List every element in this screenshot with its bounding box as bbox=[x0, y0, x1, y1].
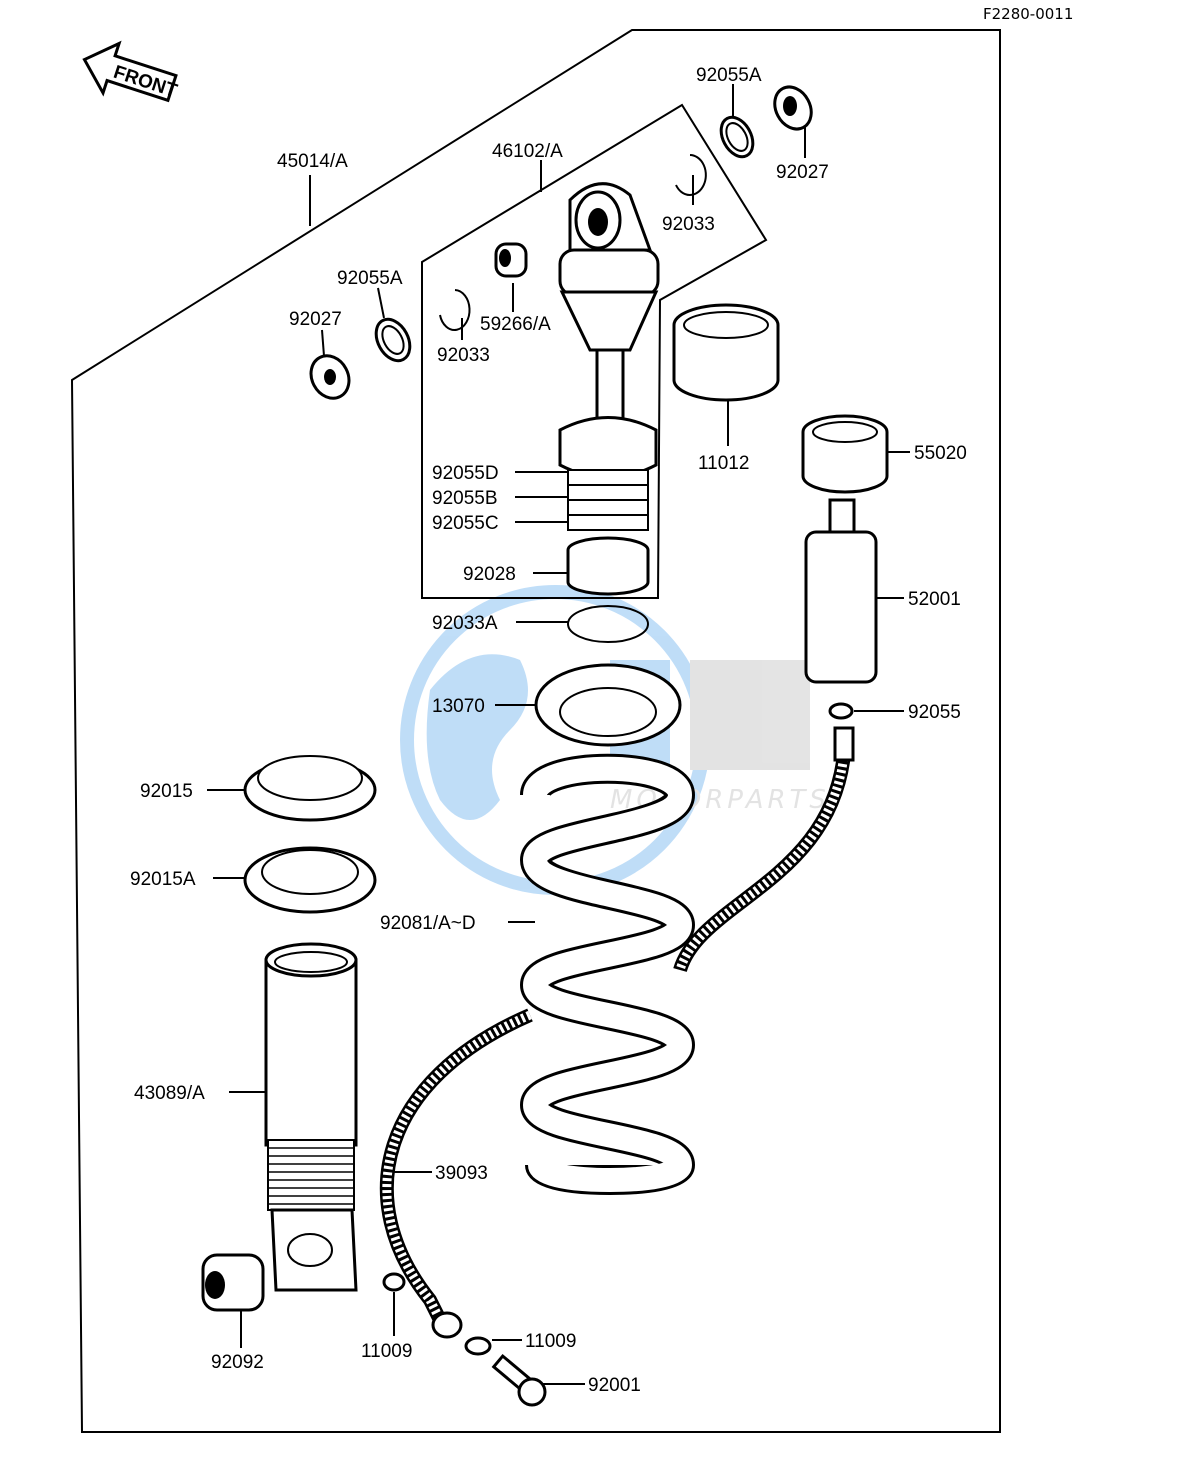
label-46102A: 46102/A bbox=[492, 141, 563, 162]
bushing-92027-left bbox=[309, 354, 351, 400]
assembly-outline-45014A bbox=[70, 29, 1001, 1433]
label-92001: 92001 bbox=[588, 1375, 641, 1396]
label-92027-left: 92027 bbox=[289, 309, 342, 330]
circlip-92033A bbox=[567, 605, 649, 643]
label-92055C: 92055C bbox=[432, 513, 499, 534]
label-92027-top: 92027 bbox=[776, 162, 829, 183]
part-labels: 45014/A 46102/A 92055A 92027 92033 92055… bbox=[130, 65, 967, 1396]
locknut-92015 bbox=[243, 755, 377, 822]
locknut-92015A bbox=[243, 846, 377, 914]
damper-unit bbox=[558, 182, 660, 531]
label-92055D: 92055D bbox=[432, 463, 499, 484]
label-11009-right: 11009 bbox=[525, 1331, 576, 1352]
bushing-92027-top bbox=[773, 85, 813, 131]
label-92033-top: 92033 bbox=[662, 214, 715, 235]
leader-lines bbox=[207, 84, 910, 1385]
circlip-92033-top bbox=[675, 154, 707, 196]
seal-92055A-left bbox=[374, 317, 412, 363]
label-92055: 92055 bbox=[908, 702, 961, 723]
label-92055B: 92055B bbox=[432, 488, 498, 509]
shock-body-43089A bbox=[264, 942, 358, 1292]
seal-92055A-top bbox=[719, 115, 755, 159]
label-92033-left: 92033 bbox=[437, 345, 490, 366]
label-55020: 55020 bbox=[914, 443, 967, 464]
label-52001: 52001 bbox=[908, 589, 961, 610]
washer-11009-right bbox=[464, 1336, 492, 1356]
label-43089A: 43089/A bbox=[134, 1083, 205, 1104]
circlip-92033-left bbox=[439, 289, 471, 331]
label-39093: 39093 bbox=[435, 1163, 488, 1184]
cap-11012 bbox=[672, 303, 780, 402]
diagram-ref-code: F2280-0011 bbox=[983, 5, 1073, 23]
assembly-outline-46102A bbox=[421, 103, 768, 599]
spring-seat-13070 bbox=[534, 663, 682, 747]
hose-39093 bbox=[380, 726, 855, 1339]
label-92033A: 92033A bbox=[432, 613, 498, 634]
label-45014A: 45014/A bbox=[277, 151, 348, 172]
label-92028: 92028 bbox=[463, 564, 516, 585]
bushing-59266A bbox=[494, 242, 528, 278]
label-59266A: 59266/A bbox=[480, 314, 551, 335]
label-11012: 11012 bbox=[698, 453, 749, 474]
ring-92028 bbox=[566, 536, 650, 596]
label-11009-left: 11009 bbox=[361, 1341, 412, 1362]
washer-11009-left bbox=[382, 1272, 406, 1292]
front-arrow-icon: FRONT bbox=[82, 40, 180, 103]
label-92055A-top: 92055A bbox=[696, 65, 762, 86]
label-92015A: 92015A bbox=[130, 869, 196, 890]
label-92092: 92092 bbox=[211, 1352, 264, 1373]
reservoir-52001 bbox=[804, 498, 878, 684]
coil-spring-92081 bbox=[519, 753, 696, 1195]
label-13070: 13070 bbox=[432, 696, 485, 717]
bolt-92001 bbox=[491, 1353, 547, 1407]
bushing-92092 bbox=[201, 1253, 265, 1312]
cap-55020 bbox=[801, 414, 889, 494]
oring-92055 bbox=[828, 702, 854, 720]
label-92015: 92015 bbox=[140, 781, 193, 802]
label-92081: 92081/A~D bbox=[380, 913, 476, 934]
label-92055A-left: 92055A bbox=[337, 268, 403, 289]
